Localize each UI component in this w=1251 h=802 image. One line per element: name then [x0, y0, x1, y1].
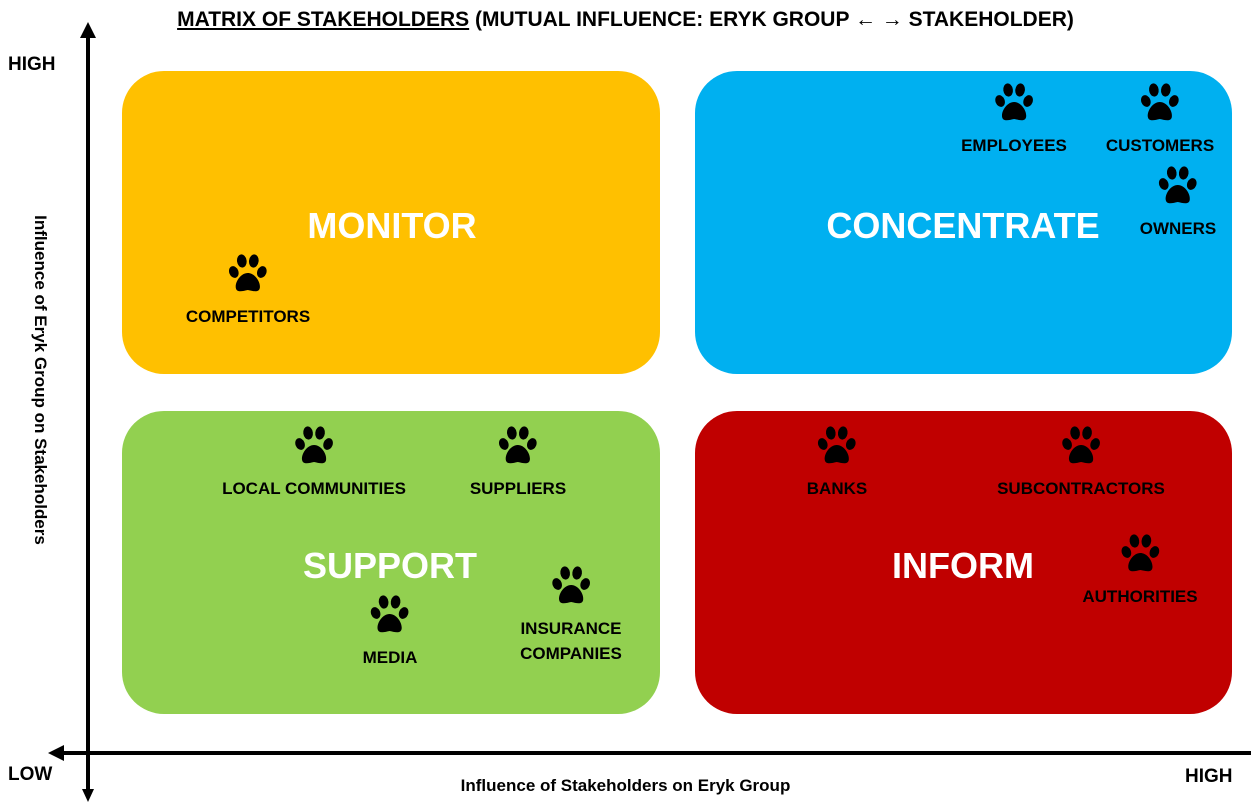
stakeholder-name: CUSTOMERS [1105, 136, 1215, 155]
stakeholder-employees: EMPLOYEES [961, 82, 1067, 159]
stakeholder-customers: CUSTOMERS [1106, 82, 1214, 159]
stakeholder-competitors: COMPETITORS [186, 253, 310, 330]
stakeholder-owners: OWNERS [1139, 165, 1217, 242]
axis-low-label: LOW [8, 764, 53, 785]
quadrant-label-inform: INFORM [892, 545, 1034, 586]
y-axis-arrow-down [82, 789, 94, 802]
stakeholder-local-communities: LOCAL COMMUNITIES [222, 425, 406, 502]
stakeholder-name: AUTHORITIES [1082, 587, 1198, 606]
paw-icon [1140, 82, 1180, 124]
paw-icon [294, 425, 334, 467]
stakeholder-name: BANKS [806, 479, 868, 498]
stakeholder-name: EMPLOYEES [961, 136, 1067, 155]
diagram-title: MATRIX OF STAKEHOLDERS (MUTUAL INFLUENCE… [0, 8, 1251, 32]
paw-icon [1061, 425, 1101, 467]
stakeholder-authorities: AUTHORITIES [1082, 533, 1198, 610]
quadrant-label-support: SUPPORT [302, 545, 478, 586]
stakeholder-name: MEDIA [362, 648, 418, 667]
stakeholder-suppliers: SUPPLIERS [470, 425, 566, 502]
paw-icon [1158, 165, 1198, 207]
x-axis-arrow-left [48, 745, 64, 761]
paw-icon [370, 594, 410, 636]
paw-icon [498, 425, 538, 467]
paw-icon [228, 253, 268, 295]
stakeholder-name: COMPETITORS [185, 307, 311, 326]
quadrant-label-concentrate: CONCENTRATE [826, 205, 1100, 246]
y-axis-high-label: HIGH [8, 54, 56, 75]
title-underlined: MATRIX OF STAKEHOLDERS [177, 8, 470, 31]
quadrant-label-monitor: MONITOR [307, 205, 477, 246]
stakeholder-insurance-companies: INSURANCE COMPANIES [520, 565, 622, 666]
stakeholder-name: INSURANCE COMPANIES [520, 619, 622, 663]
title-rest: (MUTUAL INFLUENCE: ERYK GROUP ← → STAKEH… [469, 8, 1074, 31]
stakeholder-name: OWNERS [1139, 219, 1217, 238]
stakeholder-name: SUPPLIERS [469, 479, 567, 498]
x-axis-label: Influence of Stakeholders on Eryk Group [460, 776, 791, 795]
paw-icon [551, 565, 591, 607]
paw-icon [994, 82, 1034, 124]
paw-icon [817, 425, 857, 467]
stakeholder-banks: BANKS [807, 425, 867, 502]
quadrant-monitor: MONITOR COMPETITORS [122, 71, 660, 374]
y-axis-arrow-up [80, 22, 96, 38]
stakeholder-name: LOCAL COMMUNITIES [222, 479, 406, 498]
y-axis-label: Influence of Eryk Group on Stakeholders [31, 215, 50, 545]
quadrant-support: SUPPORT LOCAL COMMUNITIES SUPPLIERS MEDI… [122, 411, 660, 714]
quadrant-inform: INFORM BANKS SUBCONTRACTORS AUTHORITIES [695, 411, 1232, 714]
quadrant-concentrate: CONCENTRATE EMPLOYEES CUSTOMERS OWNERS [695, 71, 1232, 374]
paw-icon [1120, 533, 1160, 575]
stakeholder-subcontractors: SUBCONTRACTORS [997, 425, 1165, 502]
stakeholder-name: SUBCONTRACTORS [997, 479, 1165, 498]
stakeholder-media: MEDIA [362, 594, 418, 671]
x-axis-high-label: HIGH [1185, 766, 1233, 787]
